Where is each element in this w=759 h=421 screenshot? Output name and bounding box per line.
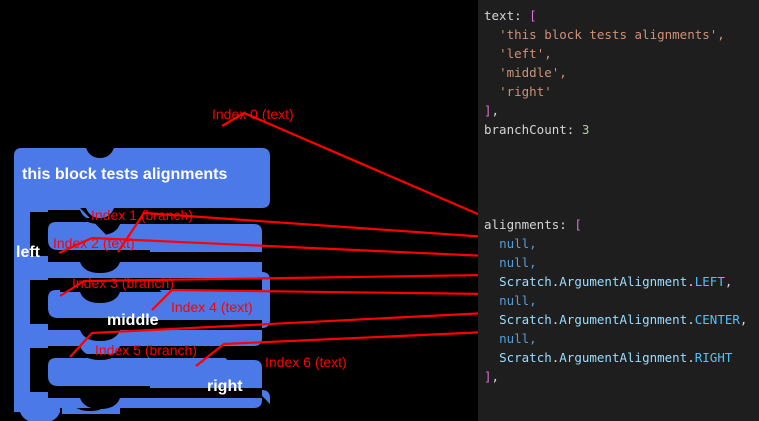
code-token-align-2-cls: ArgumentAlignment <box>559 274 688 289</box>
code-line-align-6: Scratch.ArgumentAlignment.RIGHT <box>484 348 759 367</box>
code-token-close-bracket-1: ] <box>484 103 492 118</box>
block-preview-canvas: this block tests alignments left middle … <box>0 0 478 421</box>
code-token-colon-2: : <box>566 122 575 137</box>
code-blank-3 <box>484 177 759 196</box>
code-token-align-5: null, <box>499 331 537 346</box>
code-token-branchcount-value: 3 <box>581 122 590 137</box>
code-token-align-4-tail: , <box>739 312 748 327</box>
code-line-text-3: 'right' <box>484 82 759 101</box>
code-line-text-close: ], <box>484 101 759 120</box>
code-token-dot-4a: . <box>551 312 560 327</box>
code-token-string-1: 'left', <box>499 46 552 61</box>
code-token-align-1: null, <box>499 255 537 270</box>
code-line-alignments-open: alignments: [ <box>484 215 759 234</box>
code-blank-1 <box>484 139 759 158</box>
code-token-string-0: 'this block tests alignments', <box>499 27 725 42</box>
code-token-align-4-ns: Scratch <box>499 312 552 327</box>
code-token-dot-6b: . <box>687 350 695 365</box>
annotation-label-0: Index 0 (text) <box>212 106 294 122</box>
code-token-dot-6a: . <box>551 350 560 365</box>
scratch-block-shape[interactable] <box>0 0 478 421</box>
annotation-label-1: Index 1 (branch) <box>91 207 193 223</box>
code-line-align-4: Scratch.ArgumentAlignment.CENTER, <box>484 310 759 329</box>
code-panel[interactable]: text: [ 'this block tests alignments', '… <box>478 0 759 421</box>
code-line-branchcount: branchCount: 3 <box>484 120 759 139</box>
code-line-align-3: null, <box>484 291 759 310</box>
code-token-dot-4b: . <box>687 312 695 327</box>
code-blank-4 <box>484 196 759 215</box>
code-line-text-open: text: [ <box>484 6 759 25</box>
code-token-align-6-ns: Scratch <box>499 350 552 365</box>
code-token-open-bracket-2: [ <box>574 217 582 232</box>
annotation-label-4: Index 4 (text) <box>171 299 253 315</box>
code-token-string-3: 'right' <box>499 84 552 99</box>
code-line-text-1: 'left', <box>484 44 759 63</box>
code-token-comma-1: , <box>491 103 500 118</box>
code-token-alignments-key: alignments <box>484 217 560 232</box>
code-token-colon-1: : <box>514 8 522 23</box>
code-line-text-2: 'middle', <box>484 63 759 82</box>
code-token-align-0: null, <box>499 236 537 251</box>
code-token-align-2-tail: , <box>724 274 733 289</box>
code-token-align-2-const: LEFT <box>694 274 725 289</box>
annotation-label-5: Index 5 (branch) <box>95 342 197 358</box>
code-token-comma-2: , <box>491 369 500 384</box>
code-token-align-6-const: RIGHT <box>694 350 733 365</box>
code-blank-2 <box>484 158 759 177</box>
code-line-align-5: null, <box>484 329 759 348</box>
code-token-close-bracket-2: ] <box>484 369 492 384</box>
code-token-open-bracket-1: [ <box>529 8 537 23</box>
annotation-label-2: Index 2 (text) <box>53 235 135 251</box>
code-line-align-1: null, <box>484 253 759 272</box>
annotation-label-6: Index 6 (text) <box>265 354 347 370</box>
code-line-alignments-close: ], <box>484 367 759 386</box>
code-token-align-3: null, <box>499 293 537 308</box>
code-token-align-4-cls: ArgumentAlignment <box>559 312 688 327</box>
code-token-dot-2b: . <box>687 274 695 289</box>
code-token-colon-3: : <box>559 217 567 232</box>
block-label-0: this block tests alignments <box>22 166 228 183</box>
block-label-3: right <box>207 378 243 395</box>
code-token-align-6-cls: ArgumentAlignment <box>559 350 688 365</box>
code-line-align-0: null, <box>484 234 759 253</box>
code-line-align-2: Scratch.ArgumentAlignment.LEFT, <box>484 272 759 291</box>
annotation-label-3: Index 3 (branch) <box>72 275 174 291</box>
code-token-align-4-const: CENTER <box>694 312 740 327</box>
block-label-1: left <box>16 244 40 261</box>
code-token-align-2-ns: Scratch <box>499 274 552 289</box>
code-line-text-0: 'this block tests alignments', <box>484 25 759 44</box>
code-token-branchcount-key: branchCount <box>484 122 567 137</box>
block-label-2: middle <box>107 312 159 329</box>
code-token-dot-2a: . <box>551 274 560 289</box>
code-token-string-2: 'middle', <box>499 65 567 80</box>
code-token-text-key: text <box>484 8 515 23</box>
